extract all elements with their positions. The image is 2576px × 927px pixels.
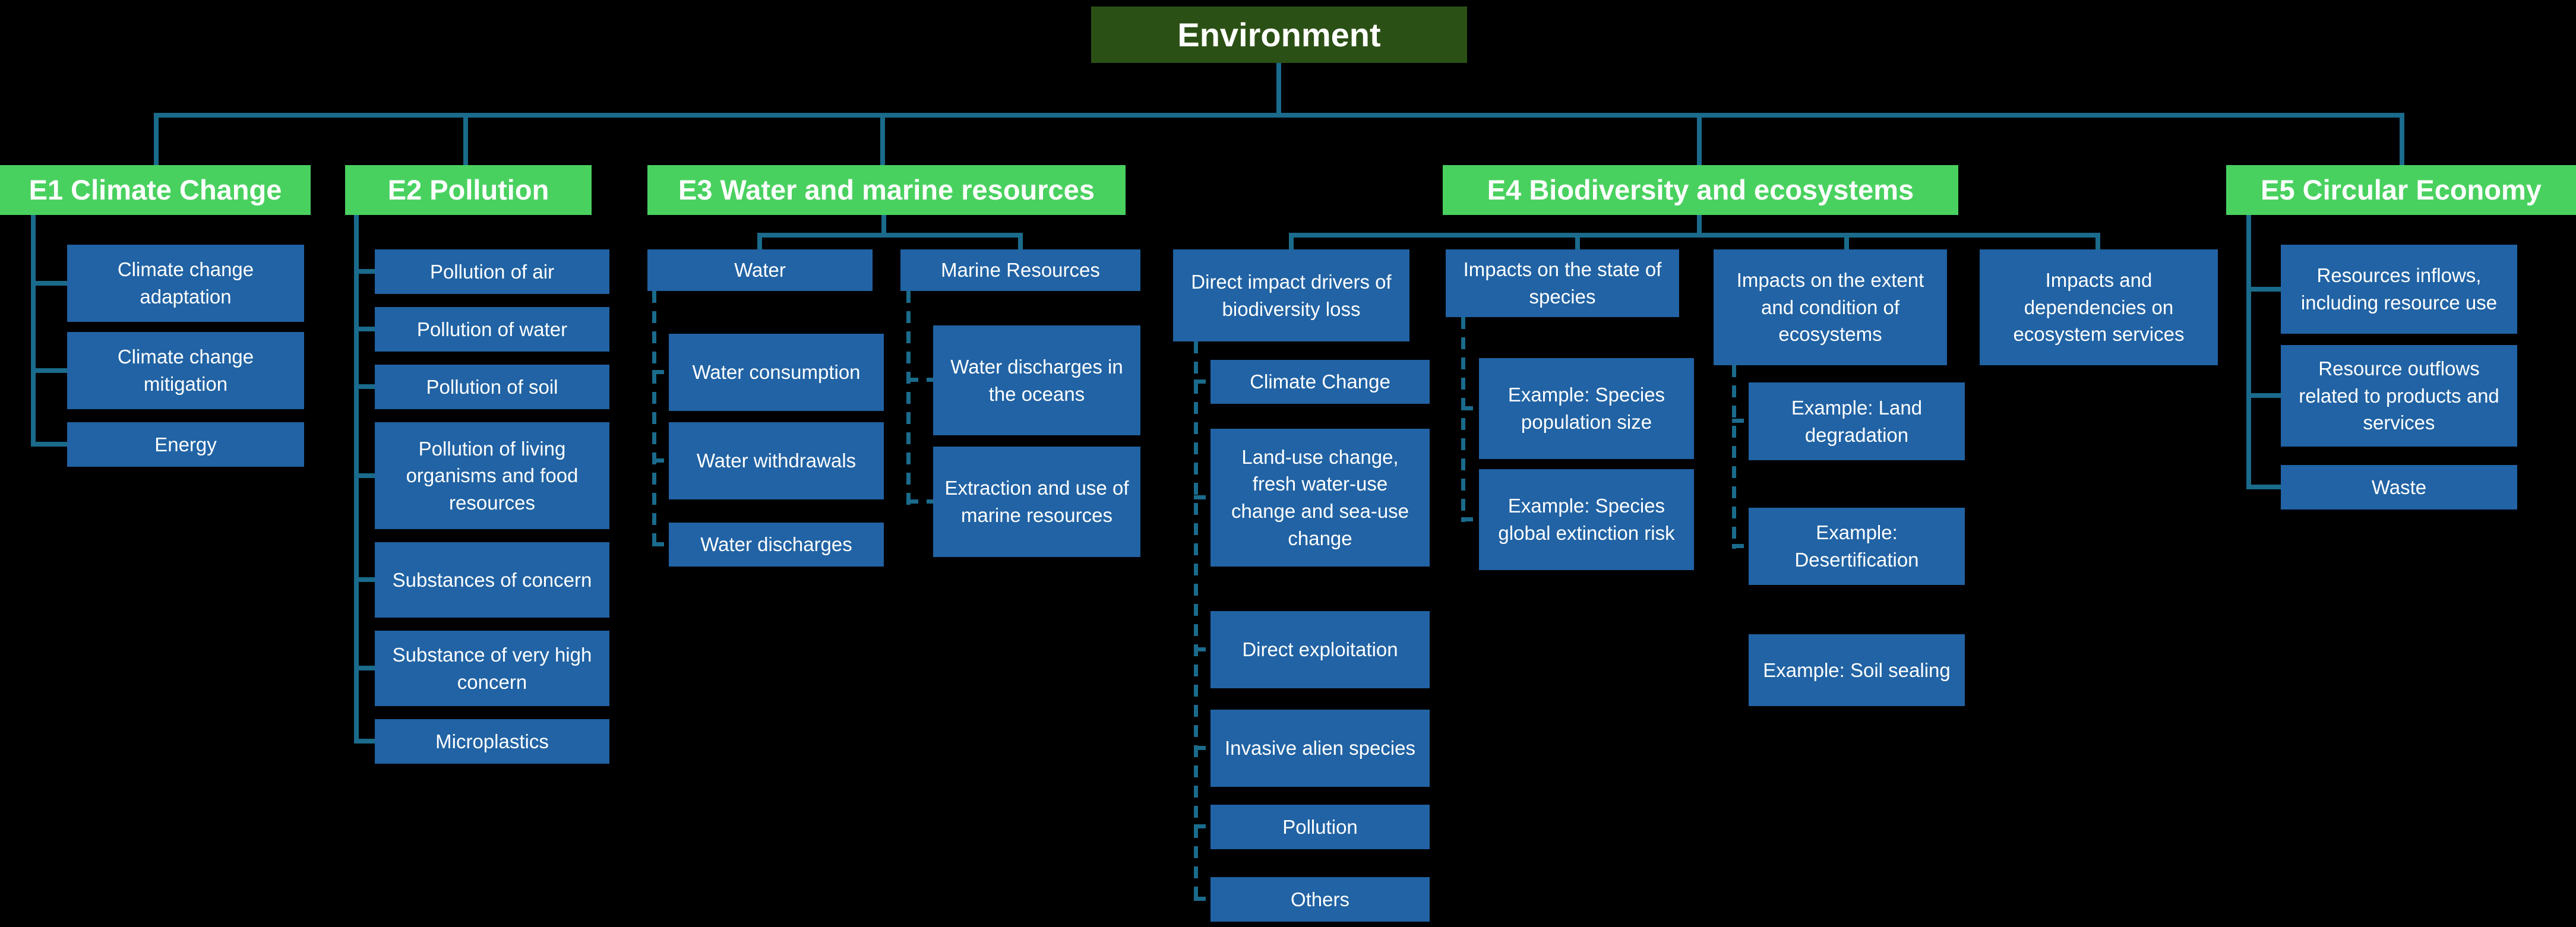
- node-pollution-of-air: Pollution of air: [375, 249, 609, 294]
- group-marine-resources: Marine Resources: [900, 249, 1140, 291]
- connector-e2-stub-2: [354, 327, 375, 331]
- node-land-degradation: Example: Land degradation: [1749, 382, 1965, 460]
- connector-g1-stub-3: [1194, 647, 1210, 651]
- connector-e2-stub-3: [354, 384, 375, 389]
- node-microplastics: Microplastics: [375, 719, 609, 764]
- connector-drop-e1: [154, 115, 159, 165]
- group-impacts-state-of-species: Impacts on the state of species: [1446, 249, 1679, 317]
- connector-e4-drop-g4: [2095, 238, 2100, 249]
- connector-g1-stub-5: [1194, 824, 1210, 828]
- section-e2-pollution: E2 Pollution: [345, 165, 592, 215]
- connector-drop-e5: [2400, 115, 2404, 165]
- connector-e4-split: [1289, 233, 2100, 238]
- connector-g1-spine-dashed: [1194, 341, 1198, 901]
- group-impacts-dependencies-services: Impacts and dependencies on ecosystem se…: [1980, 249, 2218, 365]
- node-substance-very-high-concern: Substance of very high concern: [375, 631, 609, 706]
- connector-g2-stub-2: [1461, 517, 1479, 521]
- connector-e4-drop-g2: [1575, 238, 1580, 249]
- node-water-consumption: Water consumption: [669, 334, 884, 411]
- connector-e3-drop-marine: [1018, 238, 1023, 249]
- connector-e5-spine: [2246, 215, 2251, 489]
- connector-e4-drop: [1697, 215, 1702, 235]
- connector-marine-stub-2: [906, 499, 933, 504]
- root-node-environment: Environment: [1091, 7, 1467, 63]
- connector-g3-stub-2: [1732, 544, 1749, 548]
- node-others: Others: [1210, 877, 1430, 922]
- node-energy: Energy: [67, 422, 304, 467]
- node-climate-change-adaptation: Climate change adaptation: [67, 245, 304, 322]
- node-waste: Waste: [2281, 465, 2517, 510]
- connector-e3-split: [757, 233, 1023, 238]
- connector-water-stub-3: [652, 542, 669, 546]
- node-species-global-extinction-risk: Example: Species global extinction risk: [1479, 469, 1694, 570]
- node-desertification: Example: Desertification: [1749, 508, 1965, 585]
- connector-e4-drop-g1: [1289, 238, 1294, 249]
- connector-drop-e2: [463, 115, 468, 165]
- connector-e1-stub-1: [31, 281, 67, 286]
- connector-drop-e4: [1697, 115, 1702, 165]
- connector-trunk: [154, 113, 2404, 118]
- node-species-population-size: Example: Species population size: [1479, 358, 1694, 459]
- connector-e3-drop: [881, 215, 886, 235]
- connector-e2-stub-7: [354, 739, 375, 744]
- connector-water-spine-dashed: [652, 291, 656, 546]
- section-e4-biodiversity: E4 Biodiversity and ecosystems: [1443, 165, 1958, 215]
- connector-e1-spine: [31, 215, 36, 447]
- connector-g2-spine-dashed: [1461, 317, 1465, 522]
- section-e1-climate-change: E1 Climate Change: [0, 165, 311, 215]
- node-water-withdrawals: Water withdrawals: [669, 422, 884, 499]
- connector-g3-stub-1: [1732, 419, 1749, 423]
- connector-g1-stub-6: [1194, 897, 1210, 901]
- connector-root-drop: [1276, 63, 1281, 115]
- connector-e2-stub-1: [354, 269, 375, 274]
- connector-e5-stub-1: [2246, 287, 2281, 292]
- connector-e2-stub-6: [354, 666, 375, 670]
- section-e3-water-marine: E3 Water and marine resources: [647, 165, 1126, 215]
- connector-e5-stub-3: [2246, 485, 2281, 489]
- node-pollution-driver: Pollution: [1210, 805, 1430, 849]
- connector-marine-spine-dashed: [906, 291, 911, 505]
- node-water-discharges-oceans: Water discharges in the oceans: [933, 325, 1140, 435]
- connector-e2-stub-5: [354, 577, 375, 582]
- node-water-discharges: Water discharges: [669, 523, 884, 567]
- connector-g2-stub-1: [1461, 406, 1479, 410]
- connector-water-stub-2: [652, 458, 669, 463]
- group-water: Water: [647, 249, 873, 291]
- connector-g1-stub-4: [1194, 746, 1210, 750]
- node-invasive-alien-species: Invasive alien species: [1210, 710, 1430, 787]
- node-direct-exploitation: Direct exploitation: [1210, 611, 1430, 688]
- connector-drop-e3: [880, 115, 885, 165]
- node-resources-inflows: Resources inflows, including resource us…: [2281, 245, 2517, 334]
- connector-e1-stub-2: [31, 368, 67, 373]
- node-climate-change-driver: Climate Change: [1210, 360, 1430, 404]
- node-substances-of-concern: Substances of concern: [375, 542, 609, 618]
- node-extraction-marine-resources: Extraction and use of marine resources: [933, 447, 1140, 557]
- connector-e4-drop-g3: [1844, 238, 1849, 249]
- connector-g1-stub-2: [1194, 495, 1210, 499]
- node-pollution-living-organisms: Pollution of living organisms and food r…: [375, 422, 609, 529]
- node-climate-change-mitigation: Climate change mitigation: [67, 332, 304, 409]
- node-pollution-of-soil: Pollution of soil: [375, 365, 609, 409]
- connector-e5-stub-2: [2246, 393, 2281, 398]
- connector-g1-stub-1: [1194, 379, 1210, 384]
- group-direct-impact-drivers: Direct impact drivers of biodiversity lo…: [1173, 249, 1409, 341]
- node-land-use-change: Land-use change, fresh water-use change …: [1210, 429, 1430, 567]
- node-pollution-of-water: Pollution of water: [375, 307, 609, 352]
- connector-water-stub-1: [652, 370, 669, 374]
- section-e5-circular-economy: E5 Circular Economy: [2226, 165, 2576, 215]
- connector-g3-spine-dashed: [1732, 365, 1736, 549]
- connector-e2-stub-4: [354, 473, 375, 478]
- connector-marine-stub-1: [906, 378, 933, 382]
- connector-e3-drop-water: [757, 238, 762, 249]
- connector-e2-spine: [354, 215, 359, 744]
- connector-e1-stub-3: [31, 442, 67, 447]
- group-impacts-extent-condition: Impacts on the extent and condition of e…: [1714, 249, 1947, 365]
- node-resource-outflows: Resource outflows related to products an…: [2281, 345, 2517, 447]
- node-soil-sealing: Example: Soil sealing: [1749, 634, 1965, 706]
